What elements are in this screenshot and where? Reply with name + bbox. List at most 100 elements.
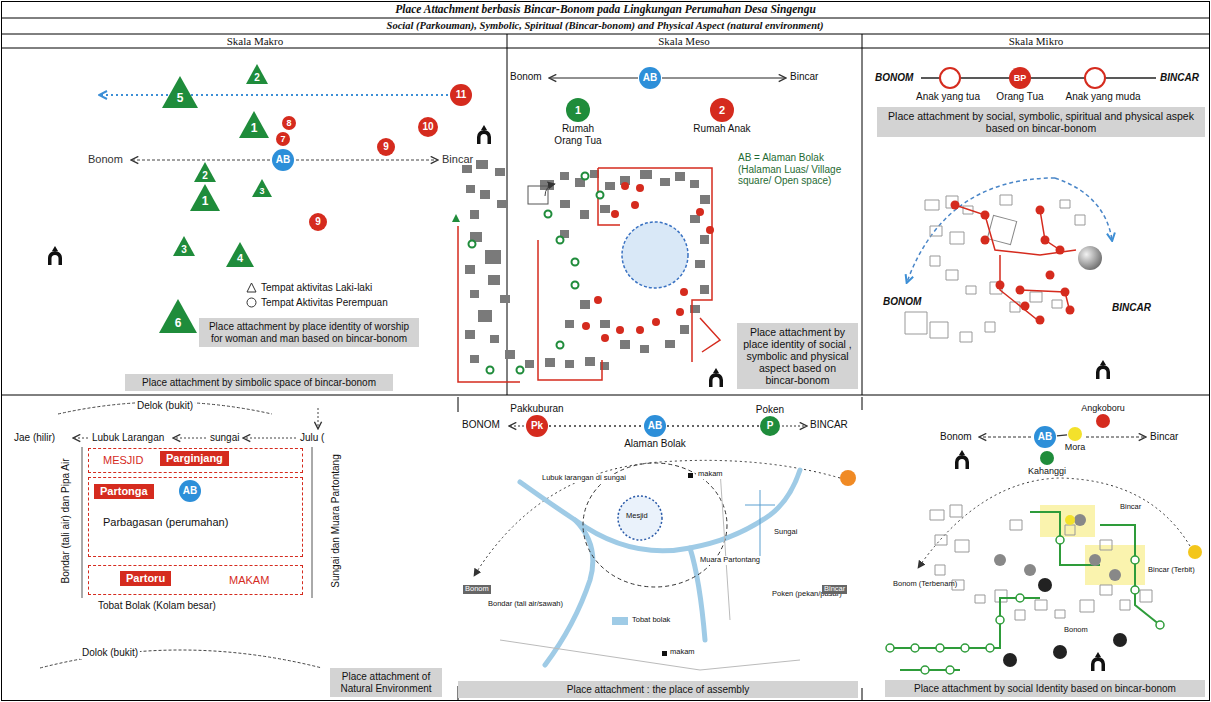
meso-village-plan <box>545 211 552 218</box>
natural-environment-scheme <box>174 438 206 439</box>
social-identity-map <box>886 536 1164 674</box>
macro-symbolic-axes <box>132 160 270 161</box>
meso-village-plan <box>538 240 602 380</box>
social-identity-map <box>1040 505 1095 537</box>
circle-marker: PokenP <box>760 416 780 436</box>
text-label: Julu ( <box>300 432 324 444</box>
assembly-place-map <box>662 651 667 656</box>
circle-marker: 7 <box>276 132 290 146</box>
panel-frame <box>862 34 863 395</box>
text-label: Bondar (tali air/sawah) <box>486 600 565 609</box>
text-label: Tobat Bolak (Kolam besar) <box>98 600 216 612</box>
micro-house-plan <box>1000 255 1040 322</box>
meso-village-plan <box>458 168 720 382</box>
text-label: BINCAR <box>810 419 848 431</box>
social-identity-map <box>1003 578 1127 667</box>
social-identity-map <box>1156 621 1164 629</box>
node-label: MAKAM <box>229 574 269 587</box>
circle-marker: AB <box>272 149 294 171</box>
text-label: Skala Mikro <box>1009 35 1064 48</box>
legend-label: Tempat Aktivitas Perempuan <box>261 297 388 309</box>
text-label: Bonom (Terbenam) <box>893 580 957 589</box>
text-label: Social (Parkouman), Symbolic, Spiritual … <box>387 20 824 32</box>
macro-symbolic-axes <box>48 95 491 265</box>
micro-house-plan <box>1055 178 1112 240</box>
meso-village-plan <box>631 201 639 209</box>
meso-village-plan <box>636 184 644 192</box>
text-label: sungai <box>210 432 239 444</box>
social-identity-map <box>1089 554 1101 566</box>
legend-sample <box>247 298 256 307</box>
social-identity-map <box>1091 652 1105 671</box>
circle-marker: Kahanggi <box>1040 451 1054 465</box>
node-label: P <box>767 420 774 432</box>
triangle-marker: 2 <box>194 162 216 182</box>
node-label: AB <box>648 420 662 432</box>
micro-house-plan <box>996 281 1005 290</box>
triangle-marker: 4 <box>226 242 254 267</box>
legend-label: Tempat aktivitas Laki-laki <box>261 282 372 294</box>
node-label: Alaman Bolak <box>624 438 686 450</box>
node-label: Place attachment by simbolic space of bi… <box>130 377 388 389</box>
meso-village-plan <box>611 210 619 218</box>
micro-house-plan <box>1016 286 1025 295</box>
zone-frame: MESJIDParginjang <box>88 448 303 473</box>
text-label: Bincar <box>790 71 818 83</box>
natural-environment-scheme <box>312 447 313 598</box>
text-label: Bonom <box>463 585 491 594</box>
caption-box: Place attachment : the place of assembly <box>458 681 858 699</box>
assembly-place-map <box>760 490 761 560</box>
social-identity-map <box>1188 545 1202 559</box>
caption-box: Place attachment by place identity of wo… <box>199 318 419 347</box>
meso-village-plan <box>680 288 688 296</box>
text-label: Lubuk Larangan <box>92 432 164 444</box>
caption-box: Place attachment by social Identity base… <box>885 680 1205 698</box>
social-identity-map <box>911 644 919 652</box>
meso-village-plan <box>550 78 638 79</box>
legend: Tempat aktivitas Laki-lakiTempat Aktivit… <box>246 280 388 310</box>
text-label: Lubuk larangan di sungai <box>540 474 628 483</box>
meso-village-plan <box>582 173 589 180</box>
meso-village-plan <box>700 318 720 352</box>
circle-marker: Mora <box>1068 427 1082 441</box>
macro-symbolic-axes <box>100 94 448 96</box>
node-label: 8 <box>286 118 291 128</box>
triangle-shape <box>159 299 197 333</box>
circle-marker: 9 <box>309 213 327 231</box>
social-identity-map <box>1131 556 1139 564</box>
panel-frame <box>862 688 863 700</box>
social-identity-map <box>1113 633 1127 647</box>
text-label: Anak yang muda <box>1065 91 1140 103</box>
assembly-place-map <box>520 470 800 665</box>
panel-frame <box>507 34 508 395</box>
triangle-marker: 1 <box>239 111 269 138</box>
connector <box>1057 435 1067 436</box>
zone-frame: MAKAMPartoru <box>88 565 303 595</box>
node-label: Rumah Anak <box>693 123 750 135</box>
social-identity-map <box>946 666 954 674</box>
text-label: BONOM <box>883 296 921 308</box>
social-identity-map <box>1038 578 1052 592</box>
social-identity-map <box>994 514 1121 581</box>
meso-village-plan <box>601 334 609 342</box>
micro-house-plan <box>1085 68 1105 88</box>
text-label: Tobat bolak <box>632 616 670 625</box>
natural-environment-scheme <box>318 408 319 428</box>
meso-village-plan <box>616 326 624 334</box>
node-label: 6 <box>175 317 182 331</box>
social-identity-map <box>1109 569 1121 581</box>
text-label: Mesjid <box>626 512 648 521</box>
text-label: Bincar <box>1118 503 1143 512</box>
micro-house-plan <box>951 201 960 210</box>
social-identity-map <box>980 437 1031 438</box>
social-identity-map <box>1086 437 1145 438</box>
node-label: Pk <box>531 420 543 432</box>
node-label: 10 <box>422 121 433 133</box>
meso-village-plan <box>676 308 684 316</box>
meso-village-plan <box>621 182 629 190</box>
text-label: Sungai <box>772 528 799 537</box>
meso-village-plan <box>572 282 579 289</box>
social-identity-map <box>996 616 1004 624</box>
micro-house-plan <box>1041 236 1050 245</box>
